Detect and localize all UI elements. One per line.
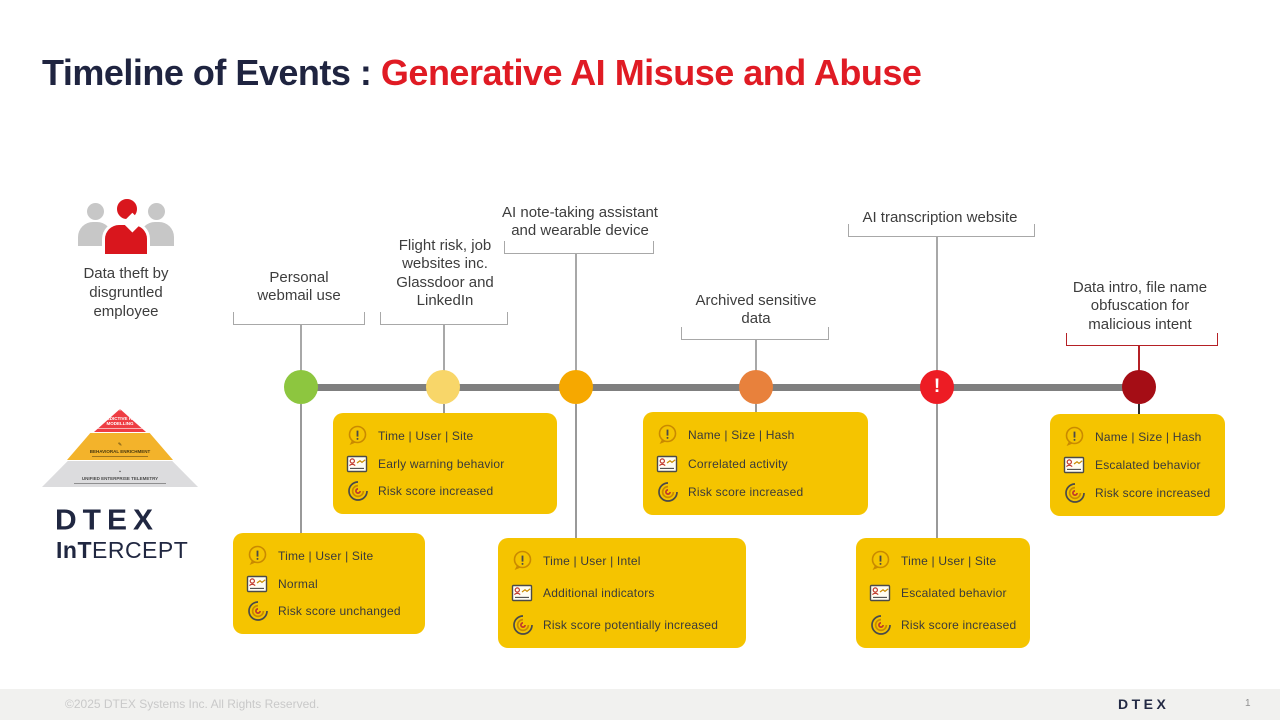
connector-line: [755, 404, 757, 413]
id-card-icon: [1062, 453, 1086, 477]
callout-box-1: Time | User | Site Normal Risk score unc…: [233, 533, 425, 634]
dtex-pyramid-logo: ⌃ PREDICTIVE RISK MODELLING ✎ BEHAVIORAL…: [42, 408, 198, 487]
timeline-dot-2: [426, 370, 460, 404]
info-bubble-icon: [345, 424, 369, 448]
info-bubble-icon: [655, 423, 679, 447]
pyramid-subtext-line: [92, 456, 148, 457]
risk-spiral-icon: [510, 613, 534, 637]
footer-dtex-logo: DTEX: [1118, 696, 1170, 712]
connector-line: [936, 237, 938, 371]
connector-line: [755, 340, 757, 371]
info-bubble-icon: [245, 544, 269, 568]
connector-line: [575, 254, 577, 371]
pyramid-subtext-line: [94, 428, 146, 429]
intercept-wordmark: InTERCEPT: [56, 537, 189, 563]
callout-row: Escalated behavior: [1062, 453, 1213, 477]
copyright-text: ©2025 DTEX Systems Inc. All Rights Reser…: [65, 697, 320, 711]
timeline-line: [300, 384, 1140, 391]
id-card-icon: [245, 572, 269, 596]
callout-row: Risk score increased: [1062, 481, 1213, 505]
pencil-icon: ✎: [117, 442, 123, 448]
title-highlight: Generative AI Misuse and Abuse: [380, 52, 922, 93]
callout-box-4: Name | Size | Hash Correlated activity R…: [643, 412, 868, 515]
event-bracket-5: [848, 224, 1035, 237]
callout-row: Normal: [245, 572, 413, 596]
person-left-head: [87, 203, 104, 220]
id-card-icon: [655, 452, 679, 476]
connector-line: [936, 404, 938, 539]
footer-bar: ©2025 DTEX Systems Inc. All Rights Reser…: [0, 689, 1280, 720]
dtex-wordmark: DTEX: [55, 504, 160, 537]
callout-box-3: Time | User | Intel Additional indicator…: [498, 538, 746, 648]
connector-line: [1138, 404, 1140, 415]
timeline-dot-1: [284, 370, 318, 404]
event-label-6: Data intro, file name obfuscation for ma…: [1072, 279, 1208, 333]
timeline-dot-3: [559, 370, 593, 404]
risk-spiral-icon: [1062, 481, 1086, 505]
pyramid-subtext-line: [74, 483, 166, 484]
callout-row: Risk score increased: [655, 480, 856, 504]
event-bracket-2: [380, 312, 508, 325]
callout-row: Time | User | Site: [868, 549, 1018, 573]
info-bubble-icon: [1062, 425, 1086, 449]
callout-row: Early warning behavior: [345, 452, 545, 476]
callout-row: Risk score increased: [868, 613, 1018, 637]
page-number: 1: [1245, 698, 1251, 709]
risk-spiral-icon: [345, 479, 369, 503]
connector-line: [300, 325, 302, 371]
callout-box-5: Time | User | Site Escalated behavior Ri…: [856, 538, 1030, 648]
exclamation-mark: !: [933, 376, 941, 397]
risk-spiral-icon: [245, 599, 269, 623]
callout-box-6: Name | Size | Hash Escalated behavior Ri…: [1050, 414, 1225, 516]
pyramid-tier-bottom: ▪ UNIFIED ENTERPRISE TELEMETRY: [42, 461, 198, 487]
event-label-3: AI note-taking assistant and wearable de…: [502, 204, 658, 240]
info-bubble-icon: [510, 549, 534, 573]
callout-row: Time | User | Site: [245, 544, 413, 568]
callout-row: Escalated behavior: [868, 581, 1018, 605]
event-label-5: AI transcription website: [862, 209, 1018, 226]
page-title: Timeline of Events : Generative AI Misus…: [42, 52, 922, 94]
person-right-head: [148, 203, 165, 220]
callout-row: Additional indicators: [510, 581, 734, 605]
title-dark: Timeline of Events :: [42, 52, 381, 93]
callout-box-2: Time | User | Site Early warning behavio…: [333, 413, 557, 514]
group-people-icon: [78, 196, 174, 254]
id-card-icon: [345, 452, 369, 476]
risk-spiral-icon: [655, 480, 679, 504]
timeline-dot-alert: !: [920, 370, 954, 404]
callout-row: Time | User | Intel: [510, 549, 734, 573]
connector-line: [300, 404, 302, 534]
event-bracket-4: [681, 327, 829, 340]
scenario-label: Data theft by disgruntled employee: [83, 265, 169, 320]
event-label-2: Flight risk, job websites inc. Glassdoor…: [396, 237, 494, 309]
connector-line: [443, 325, 445, 371]
event-label-4: Archived sensitive data: [695, 292, 817, 328]
callout-row: Time | User | Site: [345, 424, 545, 448]
connector-line: [1138, 346, 1140, 371]
event-bracket-3: [504, 241, 654, 254]
callout-row: Risk score unchanged: [245, 599, 413, 623]
callout-row: Name | Size | Hash: [655, 423, 856, 447]
callout-row: Correlated activity: [655, 452, 856, 476]
risk-spiral-icon: [868, 613, 892, 637]
pyramid-tier-top: ⌃ PREDICTIVE RISK MODELLING: [94, 409, 146, 432]
timeline-dot-6: [1122, 370, 1156, 404]
callout-row: Risk score increased: [345, 479, 545, 503]
event-bracket-1: [233, 312, 365, 325]
callout-row: Risk score potentially increased: [510, 613, 734, 637]
square-icon: ▪: [119, 469, 121, 475]
id-card-icon: [510, 581, 534, 605]
callout-row: Name | Size | Hash: [1062, 425, 1213, 449]
connector-line: [443, 404, 445, 414]
pyramid-tier-middle: ✎ BEHAVIORAL ENRICHMENT: [67, 433, 173, 460]
info-bubble-icon: [868, 549, 892, 573]
id-card-icon: [868, 581, 892, 605]
chevron-up-icon: ⌃: [117, 409, 123, 415]
event-label-1: Personal webmail use: [257, 269, 341, 305]
connector-line: [575, 404, 577, 539]
event-bracket-6: [1066, 333, 1218, 346]
timeline-dot-4: [739, 370, 773, 404]
